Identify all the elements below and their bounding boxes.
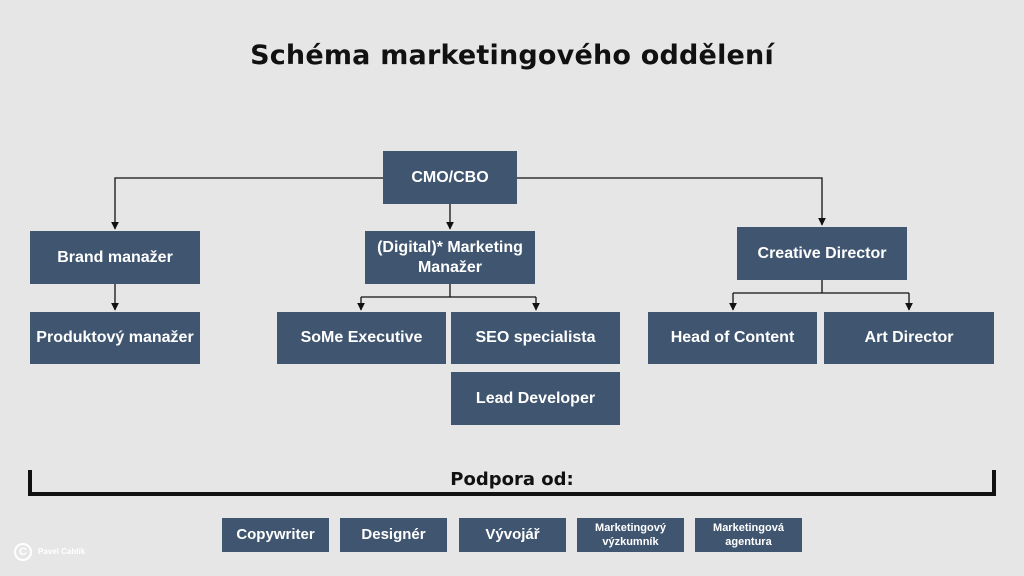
support-developer: Vývojář	[459, 518, 566, 552]
box-creative-director: Creative Director	[737, 227, 907, 280]
box-lead-developer: Lead Developer	[451, 372, 620, 425]
support-marketing-researcher: Marketingový výzkumník	[577, 518, 684, 552]
support-designer: Designér	[340, 518, 447, 552]
author-logo: C Pavel Cahlík	[14, 543, 85, 561]
box-brand-manager: Brand manažer	[30, 231, 200, 284]
box-product-manager: Produktový manažer	[30, 312, 200, 364]
box-digital-marketing-manager: (Digital)* Marketing Manažer	[365, 231, 535, 284]
page-title: Schéma marketingového oddělení	[250, 40, 774, 71]
connector-cmo-creative	[517, 177, 826, 226]
connector-cmo-brand	[111, 177, 383, 230]
copyright-icon: C	[14, 543, 32, 561]
box-some-executive: SoMe Executive	[277, 312, 446, 364]
author-name: Pavel Cahlík	[38, 547, 86, 556]
box-seo-specialist: SEO specialista	[451, 312, 620, 364]
box-cmo: CMO/CBO	[383, 151, 517, 204]
support-marketing-agency: Marketingová agentura	[695, 518, 802, 552]
support-copywriter: Copywriter	[222, 518, 329, 552]
box-head-of-content: Head of Content	[648, 312, 817, 364]
support-label: Podpora od:	[450, 469, 574, 490]
box-art-director: Art Director	[824, 312, 994, 364]
support-bracket	[28, 470, 996, 496]
